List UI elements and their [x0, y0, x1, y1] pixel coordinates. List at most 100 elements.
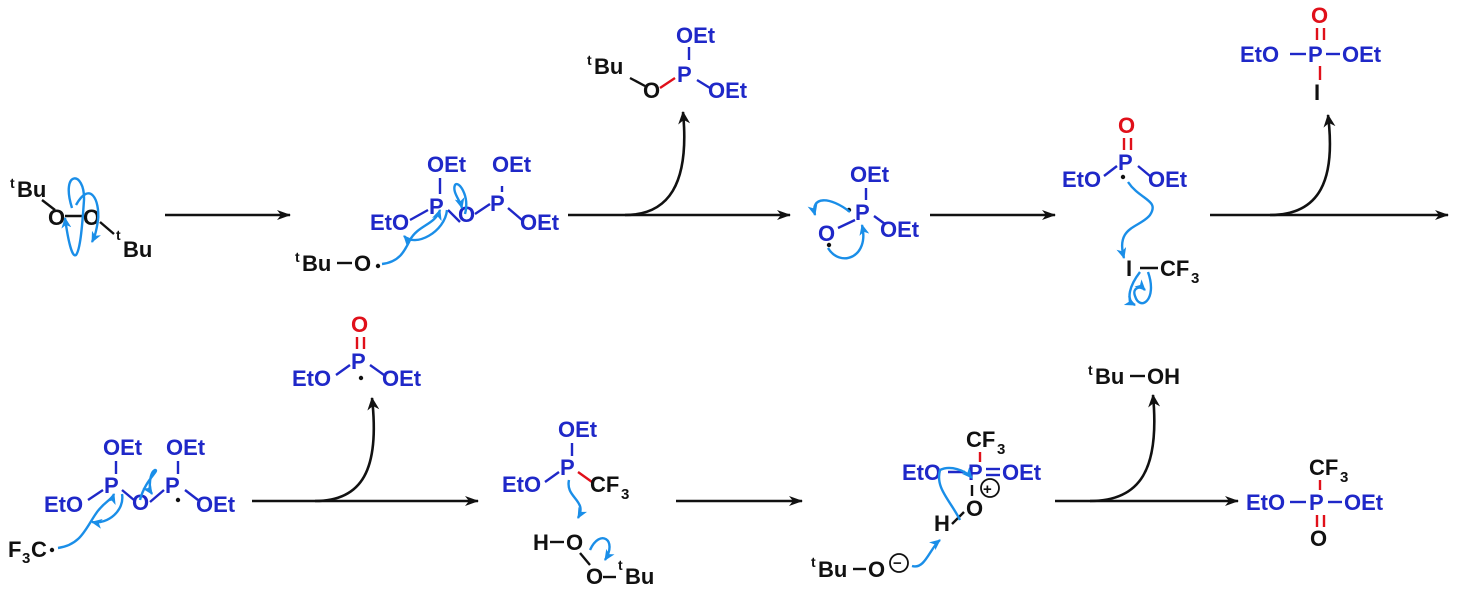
diethyl-phosphoroiodidate: O P EtO OEt I	[1240, 3, 1382, 105]
subscript: 3	[997, 441, 1005, 458]
phosphorus-atom: P	[104, 473, 119, 498]
fishhook-arrow	[1116, 181, 1154, 259]
byproduct-arrow	[1089, 394, 1161, 503]
oxygen-atom: O	[83, 205, 100, 230]
bond	[87, 489, 104, 501]
cf3-group: CF	[1309, 455, 1338, 480]
oxygen-atom: O	[818, 221, 835, 246]
ethoxy-label: EtO	[1240, 42, 1279, 67]
charge-sign: −	[893, 555, 902, 572]
byproduct-arrow	[624, 111, 691, 217]
cf3-radical: F	[8, 537, 21, 562]
carbon-atom: C	[31, 537, 47, 562]
radical-dot	[358, 375, 364, 381]
tbu-label: Bu	[594, 54, 623, 79]
curved-arrow	[911, 539, 941, 568]
subscript: 3	[1340, 469, 1348, 486]
ethoxy-label: OEt	[708, 78, 748, 103]
ethoxy-label: OEt	[1342, 42, 1382, 67]
oxo-oxygen: O	[351, 312, 368, 337]
oxygen-atom: O	[643, 78, 660, 103]
byproduct-arrow	[314, 397, 380, 503]
diethyl-trifluoromethylphosphonate: CF 3 P EtO OEt O	[1246, 455, 1384, 551]
ethoxy-label: OEt	[1344, 490, 1384, 515]
fishhook-arrow	[453, 182, 468, 215]
bond	[409, 208, 429, 222]
bond	[873, 215, 886, 225]
ethoxy-label: EtO	[44, 492, 83, 517]
cf3-group: CF	[1160, 256, 1189, 281]
curved-arrow	[937, 466, 973, 521]
phosphorus-atom: P	[855, 200, 870, 225]
ethoxy-label: OEt	[427, 152, 467, 177]
tert-prefix: t	[10, 175, 15, 191]
bond	[544, 471, 560, 483]
ethoxy-label: OEt	[492, 152, 532, 177]
bond	[369, 364, 385, 376]
radical-dot	[375, 263, 381, 269]
tert-prefix: t	[811, 554, 816, 570]
phosphoranyl-radical: OEt P O OEt	[807, 162, 920, 260]
bond	[149, 489, 165, 503]
hydrogen-atom: H	[533, 530, 549, 555]
phosphorus-atom: P	[490, 191, 505, 216]
tert-prefix: t	[587, 52, 592, 68]
hydroxyl-group: OH	[1147, 364, 1180, 389]
tert-prefix: t	[295, 249, 300, 265]
ethoxy-label: OEt	[558, 417, 598, 442]
bond	[99, 221, 115, 235]
ethoxy-label: OEt	[1148, 167, 1188, 192]
iodine-atom: I	[1126, 256, 1132, 281]
bond	[837, 218, 856, 230]
phosphorus-atom: P	[165, 473, 180, 498]
phosphorus-atom: P	[351, 349, 366, 374]
bond	[1103, 165, 1118, 177]
ethoxy-label: OEt	[520, 210, 560, 235]
bond	[579, 552, 591, 566]
bridging-oxygen: O	[132, 490, 149, 515]
fishhook-arrow	[1123, 271, 1141, 307]
ethoxy-label: EtO	[502, 472, 541, 497]
radical-dot	[49, 547, 55, 553]
bond	[507, 207, 523, 221]
phosphorus-atom: P	[1309, 490, 1324, 515]
ethoxy-label: EtO	[1246, 490, 1285, 515]
oxygen-atom: O	[566, 530, 583, 555]
tbu-label: Bu	[302, 251, 331, 276]
oxo-oxygen: O	[1118, 113, 1135, 138]
cf3-group: CF	[966, 427, 995, 452]
ethoxy-label: OEt	[103, 435, 143, 460]
bond	[447, 209, 461, 223]
subscript: 3	[621, 486, 629, 503]
radical-dot	[175, 497, 181, 503]
cf3-phosphite-and-tbuooh: OEt P EtO CF 3 H O O t Bu	[502, 417, 654, 589]
byproduct-arrow	[1269, 114, 1336, 217]
ethoxy-label: EtO	[370, 210, 409, 235]
di-tert-butyl-peroxide: t Bu O O t Bu	[10, 175, 152, 262]
bond	[184, 489, 199, 501]
fishhook-arrow	[74, 192, 101, 243]
phosphinoyl-radical-and-cf3i: O P EtO OEt I CF 3	[1062, 113, 1199, 307]
ethoxy-label: EtO	[292, 366, 331, 391]
phosphorus-atom: P	[1308, 42, 1323, 67]
radical-dot	[826, 242, 832, 248]
fishhook-arrow	[138, 468, 158, 501]
positive-charge	[980, 478, 1000, 498]
bond	[335, 364, 351, 376]
charge-sign: +	[983, 481, 992, 498]
new-bond	[577, 471, 593, 483]
oxygen-radical: O	[354, 251, 371, 276]
tbu-label: Bu	[1095, 364, 1124, 389]
ethoxy-label: OEt	[850, 162, 890, 187]
hydrogen-atom: H	[934, 511, 950, 536]
fishhook-arrow	[57, 493, 116, 550]
ethoxy-label: OEt	[880, 217, 920, 242]
curved-arrow	[567, 479, 588, 519]
ethoxy-label: OEt	[676, 23, 716, 48]
subscript: 3	[22, 550, 30, 567]
phosphorus-atom: P	[677, 62, 692, 87]
phosphite-dimer-with-tbuo-radical: OEt P EtO O P OEt OEt t Bu O	[295, 152, 560, 276]
iodine-atom: I	[1314, 80, 1320, 105]
phosphoryl-oxygen: O	[1310, 526, 1327, 551]
